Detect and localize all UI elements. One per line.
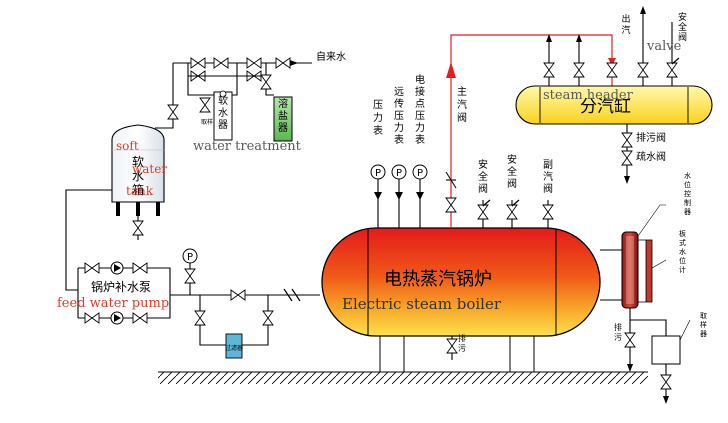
feed-pump-group: 锅炉补水泵 feed water pump P bbox=[57, 189, 230, 325]
svg-text:过滤器: 过滤器 bbox=[225, 344, 243, 352]
salt-tank bbox=[273, 96, 293, 142]
safety-valve-1-label: 安全阀 bbox=[478, 158, 488, 195]
drain-valve-label: 排污阀 bbox=[636, 131, 666, 144]
tap-water-label: 自来水 bbox=[316, 50, 346, 63]
main-steam-valve-label: 主汽阀 bbox=[457, 86, 467, 124]
aux-steam-valve-label: 副汽阀 bbox=[543, 159, 553, 195]
header-outlet-valve-3[interactable] bbox=[637, 62, 649, 78]
svg-text:P: P bbox=[187, 252, 193, 263]
feed-main-valve[interactable] bbox=[230, 289, 246, 301]
plate-gauge-label: 板式水位计 bbox=[679, 229, 686, 274]
aux-steam-valve[interactable] bbox=[542, 204, 554, 220]
header-drain-valve[interactable] bbox=[621, 132, 633, 148]
soft-tank-label: 软水箱 bbox=[132, 155, 144, 197]
boiler-top-fittings: P P P 压力表 远传压力表 电接点压力表 主汽阀 bbox=[370, 34, 616, 228]
safety-valve-1[interactable] bbox=[477, 204, 489, 220]
filter-inlet-valve[interactable] bbox=[194, 310, 206, 326]
tap-inlet-valve-2[interactable] bbox=[213, 57, 229, 69]
pump2-outlet-valve[interactable] bbox=[132, 312, 148, 324]
water-treatment-en-label: water treatment bbox=[193, 139, 302, 154]
softener-label: 软水器 bbox=[218, 94, 228, 131]
header-safety-valve[interactable] bbox=[666, 62, 678, 78]
water-treatment-section: 自来水 取样 软水器 溶盐器 water treatment bbox=[155, 50, 346, 154]
sampling-valve[interactable] bbox=[199, 97, 211, 113]
tap-inlet-valve-3[interactable] bbox=[246, 57, 262, 69]
header-cn-label: 分汽缸 bbox=[580, 96, 631, 117]
sampling-label: 取样 bbox=[201, 118, 213, 126]
boiler-blowdown-valve[interactable] bbox=[446, 338, 458, 354]
filter-outlet-valve[interactable] bbox=[262, 310, 274, 326]
sampler-label: 取样器 bbox=[700, 312, 707, 338]
sampler bbox=[651, 335, 681, 365]
soft-water-tank: 软水箱 soft water tank bbox=[111, 124, 167, 240]
svg-text:P: P bbox=[375, 168, 381, 179]
pump-group-label: 锅炉补水泵 bbox=[91, 279, 151, 294]
pump1-outlet-valve[interactable] bbox=[132, 262, 148, 274]
tap-inlet-valve-1[interactable] bbox=[190, 57, 206, 69]
salt-valve[interactable] bbox=[260, 74, 272, 90]
blowdown-right-label: 排污 bbox=[614, 322, 622, 342]
sampler-valve[interactable] bbox=[660, 374, 672, 390]
safety-valve-2[interactable] bbox=[506, 204, 518, 220]
header-outlet-valve-1[interactable] bbox=[543, 62, 555, 78]
steam-header: 分汽缸 steam header 出汽 安全阀 valve 排污阀 疏水阀 bbox=[515, 6, 713, 184]
soft-en-label: soft bbox=[116, 139, 139, 153]
boiler-en-label: Electric steam boiler bbox=[342, 295, 502, 313]
header-trap-valve[interactable] bbox=[621, 150, 633, 166]
water-en-label: water bbox=[132, 162, 167, 176]
level-control: 水位控制器 板式水位计 排污 取样器 bbox=[600, 171, 707, 404]
tank-drain-valve[interactable] bbox=[132, 220, 144, 236]
pump2-inlet-valve[interactable] bbox=[84, 312, 100, 324]
tap-inlet-valve-4[interactable] bbox=[275, 57, 291, 69]
feed-pump-en-label: feed water pump bbox=[57, 296, 169, 311]
safety-valve-2-label: 安全阀 bbox=[507, 153, 517, 190]
tank-en-label: tank bbox=[126, 184, 154, 198]
feed-gauge-valve[interactable] bbox=[184, 268, 196, 284]
blowdown-left-label: 排污 bbox=[458, 333, 466, 353]
svg-text:P: P bbox=[417, 168, 423, 179]
ground bbox=[158, 371, 648, 384]
salt-tank-label: 溶盐器 bbox=[278, 97, 288, 134]
check-valve bbox=[283, 288, 301, 302]
pressure-gauge-label: 压力表 bbox=[373, 99, 383, 137]
electric-steam-boiler: 电热蒸汽锅炉 Electric steam boiler 排污 bbox=[321, 227, 601, 373]
header-safety-label: 安全阀 bbox=[678, 11, 687, 43]
main-steam-pipe bbox=[450, 34, 613, 228]
remote-gauge-label: 远传压力表 bbox=[394, 86, 404, 146]
feed-line: 过滤器 bbox=[194, 288, 320, 359]
level-controller-label: 水位控制器 bbox=[684, 171, 691, 216]
header-outlet-valve-2[interactable] bbox=[573, 62, 585, 78]
softener-outlet-valve[interactable] bbox=[167, 104, 179, 120]
main-steam-valve[interactable] bbox=[445, 197, 457, 213]
pump1-inlet-valve[interactable] bbox=[84, 262, 100, 274]
level-blowdown-valve[interactable] bbox=[624, 332, 636, 348]
header-en-label: steam header bbox=[543, 88, 634, 103]
trap-valve-label: 疏水阀 bbox=[636, 150, 666, 163]
plate-level-gauge bbox=[645, 239, 653, 303]
contact-gauge-label: 电接点压力表 bbox=[415, 73, 425, 146]
boiler-cn-label: 电热蒸汽锅炉 bbox=[384, 269, 492, 290]
filter bbox=[225, 333, 243, 359]
svg-text:P: P bbox=[396, 168, 402, 179]
header-inlet-valve[interactable] bbox=[606, 62, 618, 78]
valve-en-label: valve bbox=[646, 39, 682, 54]
outlet-label: 出汽 bbox=[621, 13, 630, 36]
